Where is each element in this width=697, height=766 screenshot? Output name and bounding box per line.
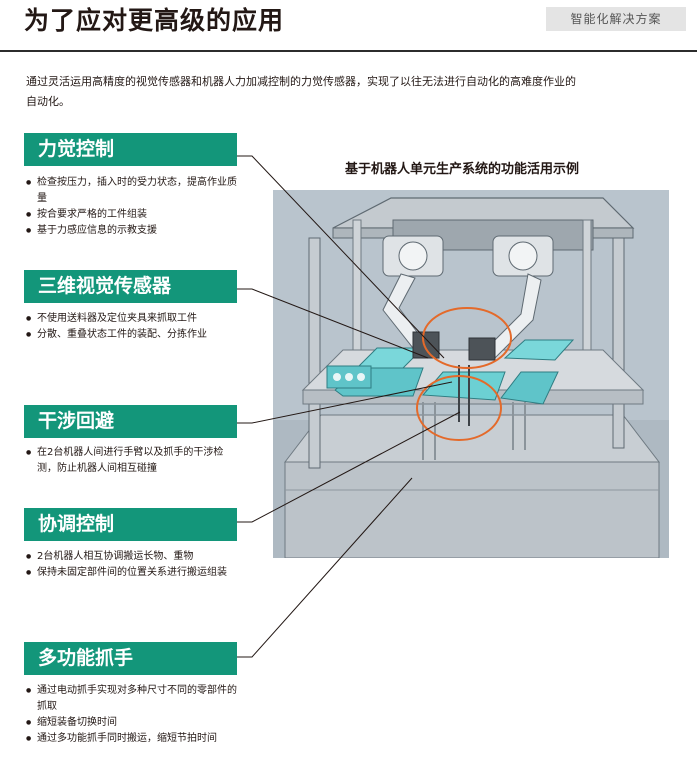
section-heading-3d-vision: 三维视觉传感器	[24, 270, 237, 303]
figure-title: 基于机器人单元生产系统的功能活用示例	[344, 162, 579, 177]
list-item: 不使用送料器及定位夹具来抓取工件	[26, 311, 238, 327]
list-item: 通过电动抓手实现对多种尺寸不同的零部件的抓取	[26, 683, 238, 715]
intro-paragraph: 通过灵活运用高精度的视觉传感器和机器人力加减控制的力觉传感器，实现了以往无法进行…	[26, 75, 576, 108]
section-list-3d-vision: 不使用送料器及定位夹具来抓取工件 分散、重叠状态工件的装配、分拣作业	[26, 311, 238, 343]
list-item: 按合要求严格的工件组装	[26, 207, 238, 223]
list-item: 在2台机器人间进行手臂以及抓手的干涉检测，防止机器人间相互碰撞	[26, 445, 238, 477]
section-list-interference-avoidance: 在2台机器人间进行手臂以及抓手的干涉检测，防止机器人间相互碰撞	[26, 445, 238, 477]
section-heading-force-control: 力觉控制	[24, 133, 237, 166]
list-item: 2台机器人相互协调搬运长物、重物	[26, 549, 238, 565]
section-list-coordinated-control: 2台机器人相互协调搬运长物、重物 保持未固定部件间的位置关系进行搬运组装	[26, 549, 238, 581]
title-divider	[0, 50, 697, 52]
category-badge: 智能化解决方案	[546, 7, 686, 31]
section-heading-multifunction-gripper: 多功能抓手	[24, 642, 237, 675]
list-item: 保持未固定部件间的位置关系进行搬运组装	[26, 565, 238, 581]
section-list-multifunction-gripper: 通过电动抓手实现对多种尺寸不同的零部件的抓取 缩短装备切换时间 通过多功能抓手同…	[26, 683, 238, 747]
section-list-force-control: 检查按压力，插入时的受力状态，提高作业质量 按合要求严格的工件组装 基于力感应信…	[26, 175, 238, 239]
list-item: 分散、重叠状态工件的装配、分拣作业	[26, 327, 238, 343]
robot-cell-illustration	[273, 190, 669, 558]
list-item: 基于力感应信息的示教支援	[26, 223, 238, 239]
list-item: 通过多功能抓手同时搬运，缩短节拍时间	[26, 731, 238, 747]
list-item: 检查按压力，插入时的受力状态，提高作业质量	[26, 175, 238, 207]
page-title: 为了应对更高级的应用	[24, 6, 285, 35]
list-item: 缩短装备切换时间	[26, 715, 238, 731]
section-heading-coordinated-control: 协调控制	[24, 508, 237, 541]
section-heading-interference-avoidance: 干涉回避	[24, 405, 237, 438]
